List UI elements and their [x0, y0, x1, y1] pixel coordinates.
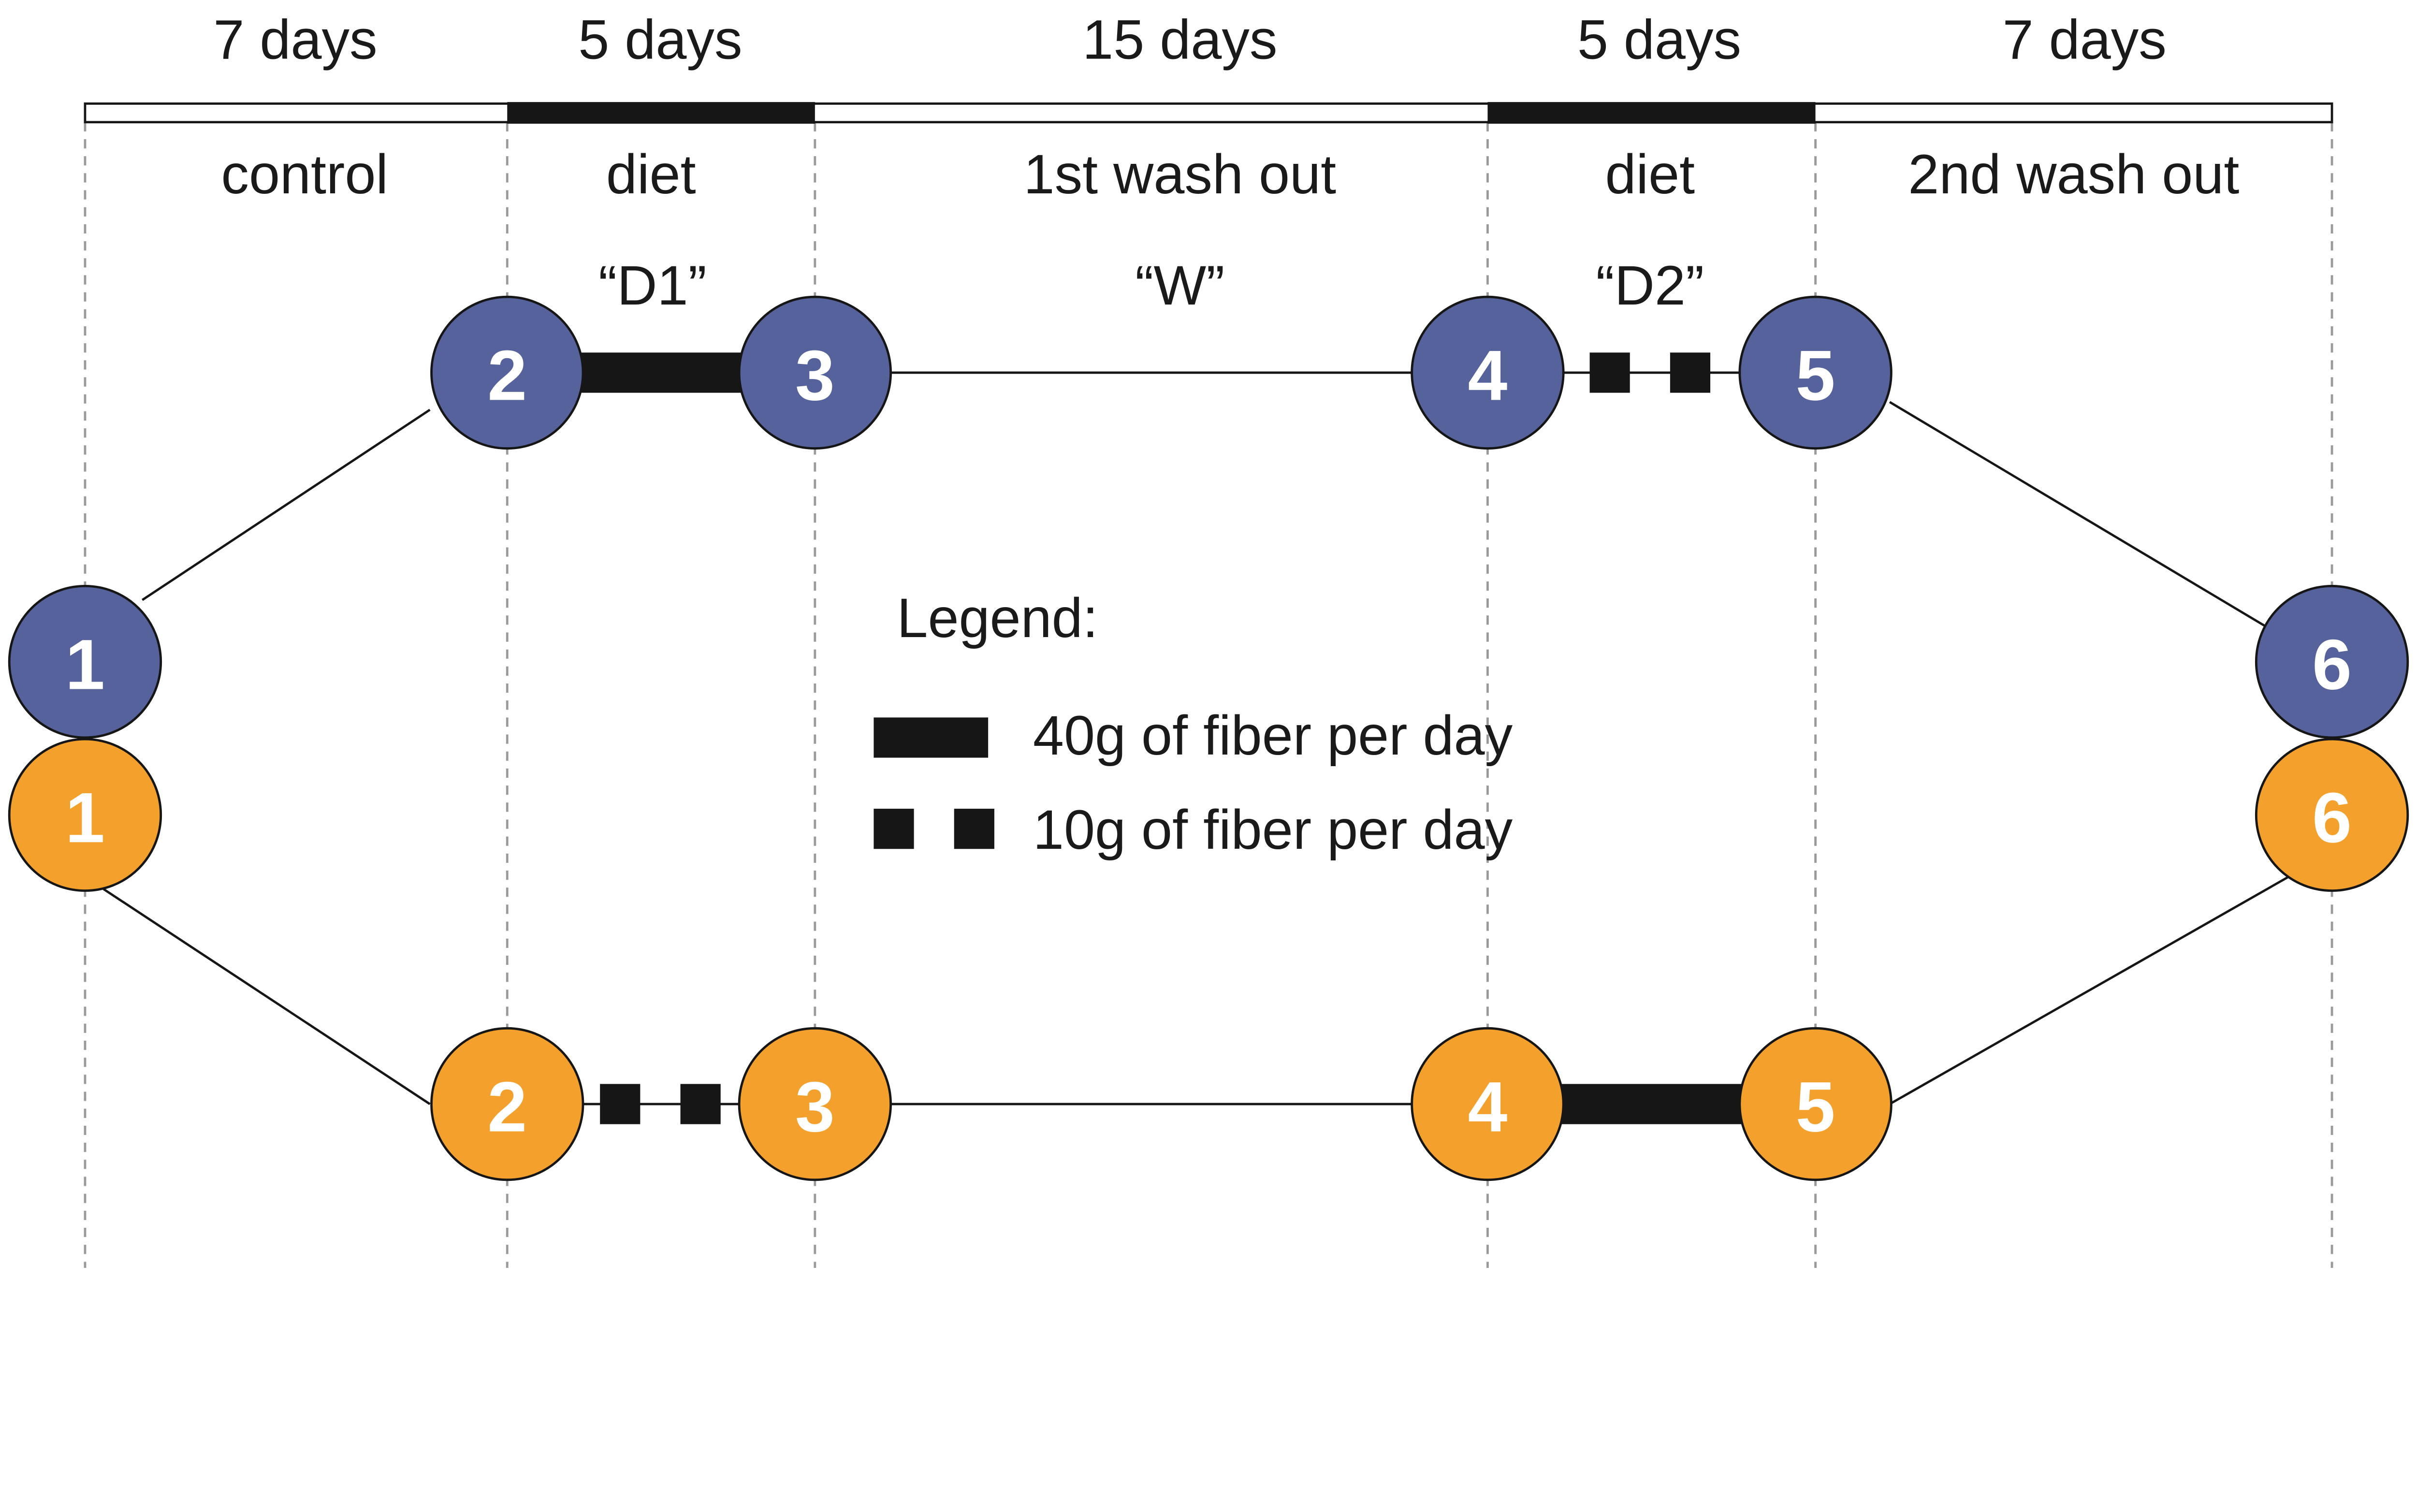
group-b-node-3: 3	[738, 1027, 892, 1181]
group-b-node-4: 4	[1411, 1027, 1565, 1181]
low-fiber-square	[1670, 352, 1711, 393]
phase-label: 2nd wash out	[1908, 144, 2239, 205]
timeline-bar	[84, 102, 2333, 124]
phase-label: control	[221, 144, 388, 205]
node-circle	[8, 738, 162, 892]
legend: Legend: 40g of fiber per day 10g of fibe…	[874, 587, 1513, 861]
connector-line	[141, 408, 431, 601]
node-circle	[430, 1027, 584, 1181]
legend-solid-bar-icon	[874, 717, 989, 758]
phase-labels: control diet 1st wash out diet 2nd wash …	[221, 144, 2239, 205]
timeline-diet-segment	[1487, 102, 1816, 124]
phase-label: 1st wash out	[1024, 144, 1337, 205]
group-b-node-2: 2	[430, 1027, 584, 1181]
connector-line	[103, 888, 431, 1105]
legend-square-icon	[954, 809, 994, 849]
period-code-w: “W”	[1135, 255, 1224, 317]
phase-label: diet	[1605, 144, 1695, 205]
node-number: 1	[65, 625, 105, 705]
node-number: 5	[1796, 1067, 1835, 1147]
nodes: 1 2 3 4 5 6 1 2 3 4 5 6	[8, 295, 2409, 1181]
node-circle	[1738, 1027, 1893, 1181]
group-b-node-5: 5	[1738, 1027, 1893, 1181]
connector-line	[1889, 401, 2266, 627]
phase-label: diet	[606, 144, 696, 205]
legend-square-icon	[874, 809, 914, 849]
duration-label: 5 days	[578, 9, 742, 71]
low-fiber-square	[1589, 352, 1630, 393]
low-fiber-square	[680, 1084, 721, 1124]
node-number: 3	[795, 1067, 835, 1147]
timeline-diet-segment	[507, 102, 815, 124]
study-design-diagram: 7 days 5 days 15 days 5 days 7 days cont…	[8, 9, 2409, 1268]
node-number: 4	[1468, 1067, 1507, 1147]
node-number: 3	[795, 336, 835, 415]
low-fiber-square	[600, 1084, 641, 1124]
node-circle	[1738, 295, 1893, 450]
node-circle	[738, 1027, 892, 1181]
group-a-node-2: 2	[430, 295, 584, 450]
legend-label: 40g of fiber per day	[1033, 705, 1513, 767]
node-circle	[8, 585, 162, 739]
group-b-node-6: 6	[2255, 738, 2409, 892]
group-a-node-1: 1	[8, 585, 162, 739]
node-number: 6	[2312, 778, 2352, 858]
node-number: 2	[487, 336, 527, 415]
legend-title: Legend:	[897, 587, 1098, 649]
group-a-node-4: 4	[1411, 295, 1565, 450]
duration-label: 5 days	[1577, 9, 1741, 71]
node-circle	[2255, 585, 2409, 739]
duration-label: 15 days	[1082, 9, 1277, 71]
node-circle	[1411, 295, 1565, 450]
node-circle	[430, 295, 584, 450]
node-number: 2	[487, 1067, 527, 1147]
duration-label: 7 days	[2003, 9, 2167, 71]
legend-label: 10g of fiber per day	[1033, 799, 1513, 861]
group-a-node-5: 5	[1738, 295, 1893, 450]
node-number: 4	[1468, 336, 1507, 415]
period-code-d1: “D1”	[598, 255, 707, 317]
duration-labels: 7 days 5 days 15 days 5 days 7 days	[213, 9, 2167, 71]
node-number: 5	[1796, 336, 1835, 415]
group-a-node-6: 6	[2255, 585, 2409, 739]
node-number: 6	[2312, 625, 2352, 705]
timeline-outline	[84, 102, 2333, 124]
duration-label: 7 days	[213, 9, 377, 71]
group-b-node-1: 1	[8, 738, 162, 892]
node-circle	[2255, 738, 2409, 892]
period-code-d2: “D2”	[1596, 255, 1704, 317]
period-codes: “D1” “W” “D2”	[598, 255, 1704, 317]
node-number: 1	[65, 778, 105, 858]
connector-line	[1889, 875, 2289, 1105]
node-circle	[738, 295, 892, 450]
group-a-node-3: 3	[738, 295, 892, 450]
node-circle	[1411, 1027, 1565, 1181]
